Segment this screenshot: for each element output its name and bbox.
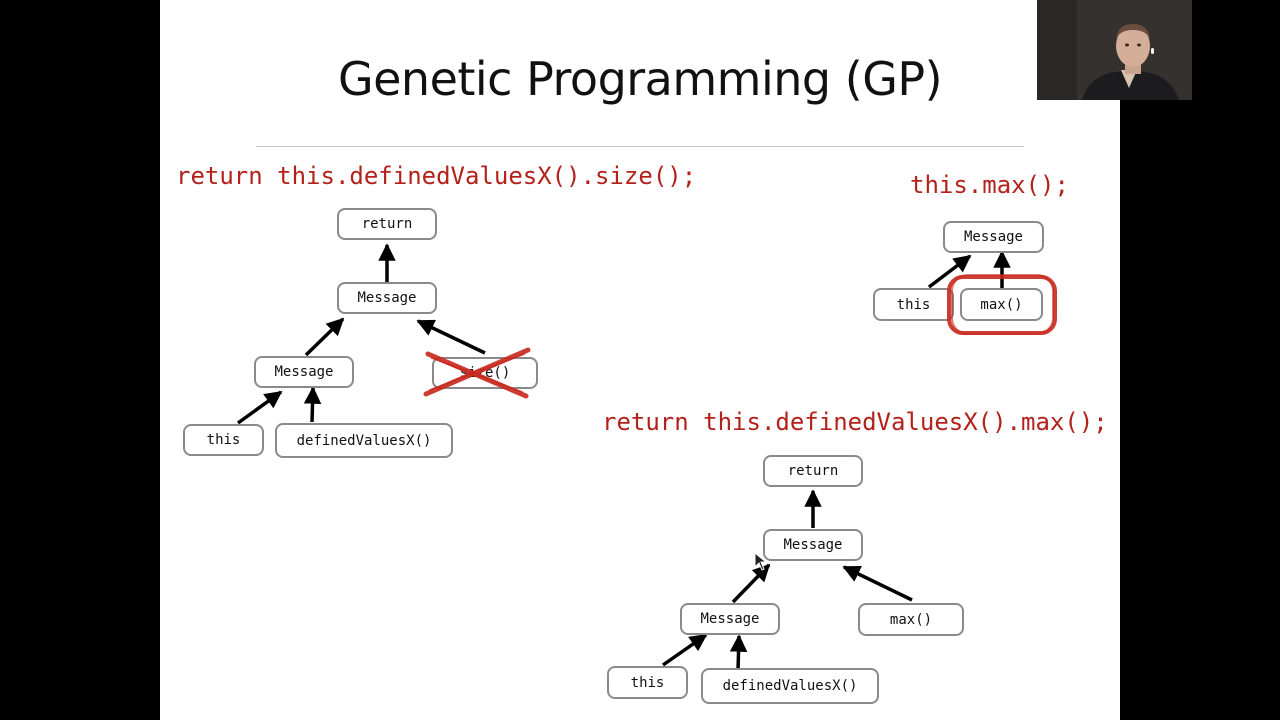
- result-this-node: this: [607, 666, 688, 699]
- edge-result-inner-to-message: [731, 563, 771, 604]
- left-inner-message-node: Message: [254, 356, 354, 388]
- left-tree-code: return this.definedValuesX().size();: [176, 162, 697, 190]
- donor-message-node: Message: [943, 221, 1044, 253]
- edge-left-this-to-inner: [236, 390, 283, 425]
- left-tree-edges: [236, 243, 486, 425]
- result-defined-values-node: definedValuesX(): [701, 668, 879, 704]
- donor-tree-code: this.max();: [910, 171, 1069, 199]
- edge-left-defined-to-inner: [303, 386, 322, 423]
- left-defined-values-node: definedValuesX(): [275, 423, 453, 458]
- result-tree-edges: [661, 489, 913, 671]
- result-max-node: max(): [858, 603, 964, 636]
- edge-left-size-to-message: [416, 319, 486, 355]
- title-divider: [256, 146, 1024, 147]
- edge-left-inner-to-message: [304, 317, 345, 357]
- result-message-node: Message: [763, 529, 863, 561]
- slide-title: Genetic Programming (GP): [337, 52, 943, 106]
- left-this-node: this: [183, 424, 264, 456]
- mouse-cursor-icon: [754, 552, 768, 571]
- left-return-node: return: [337, 208, 437, 240]
- result-inner-message-node: Message: [680, 603, 780, 635]
- edge-result-this-to-inner: [661, 633, 708, 667]
- crossout-mark: [423, 347, 531, 399]
- edge-result-max-to-message: [842, 565, 913, 602]
- donor-tree-edges: [927, 250, 1011, 289]
- donor-max-node: max(): [960, 288, 1043, 321]
- left-message-node: Message: [337, 282, 437, 314]
- donor-this-node: this: [873, 288, 954, 321]
- tree-edges: [236, 243, 1011, 671]
- slide: Genetic Programming (GP) return this.def…: [160, 0, 1120, 720]
- result-return-node: return: [763, 455, 863, 487]
- result-tree-code: return this.definedValuesX().max();: [602, 408, 1108, 436]
- edge-donor-this-to-message: [927, 254, 972, 289]
- edge-result-defined-to-inner: [729, 634, 748, 671]
- presenter-webcam: [1037, 0, 1192, 100]
- highlight-mark: [947, 274, 1057, 335]
- presenter-video-icon: [1037, 0, 1192, 100]
